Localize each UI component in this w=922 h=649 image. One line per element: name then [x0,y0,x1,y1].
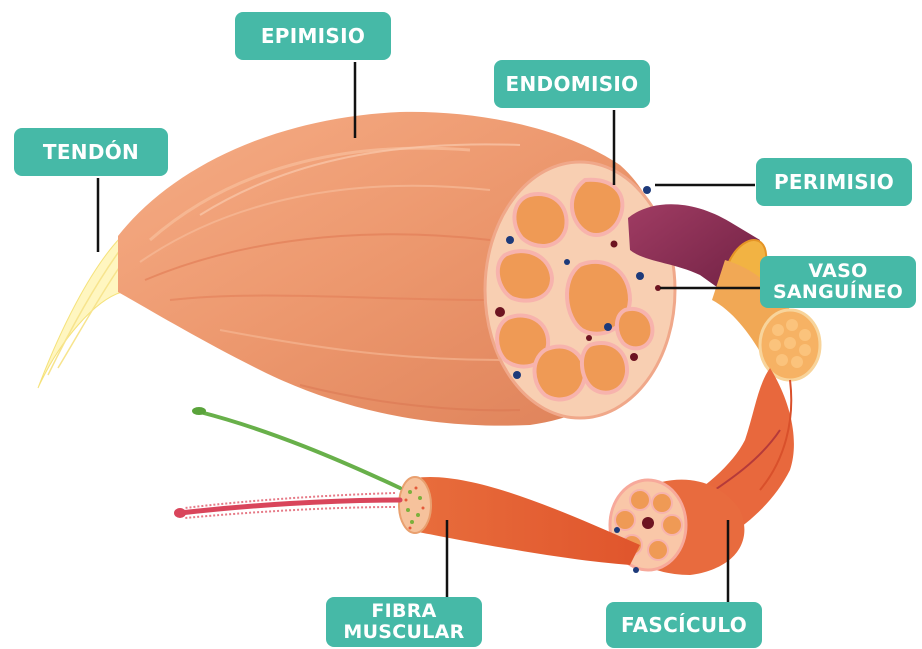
label-perimisio-text: PERIMISIO [774,170,894,194]
tendon [38,238,122,388]
label-endomisio: ENDOMISIO [494,60,650,108]
label-perimisio: PERIMISIO [756,158,912,206]
label-tendon-text: TENDÓN [43,140,139,164]
label-fibra-line1: FIBRA [371,601,436,622]
label-epimisio: EPIMISIO [235,12,391,60]
label-fasciculo: FASCÍCULO [606,602,762,648]
label-fasciculo-text: FASCÍCULO [621,613,747,637]
muscle-cross-section [485,162,675,418]
label-fibra-line2: MUSCULAR [343,622,464,643]
muscle-fiber [174,407,640,565]
label-fibra-muscular: FIBRA MUSCULAR [326,597,482,647]
label-endomisio-text: ENDOMISIO [506,72,639,96]
label-vaso-sanguineo: VASO SANGUÍNEO [760,256,916,308]
label-tendon: TENDÓN [14,128,168,176]
label-vaso-line1: VASO [808,261,867,282]
label-epimisio-text: EPIMISIO [261,24,365,48]
label-vaso-line2: SANGUÍNEO [773,282,903,303]
